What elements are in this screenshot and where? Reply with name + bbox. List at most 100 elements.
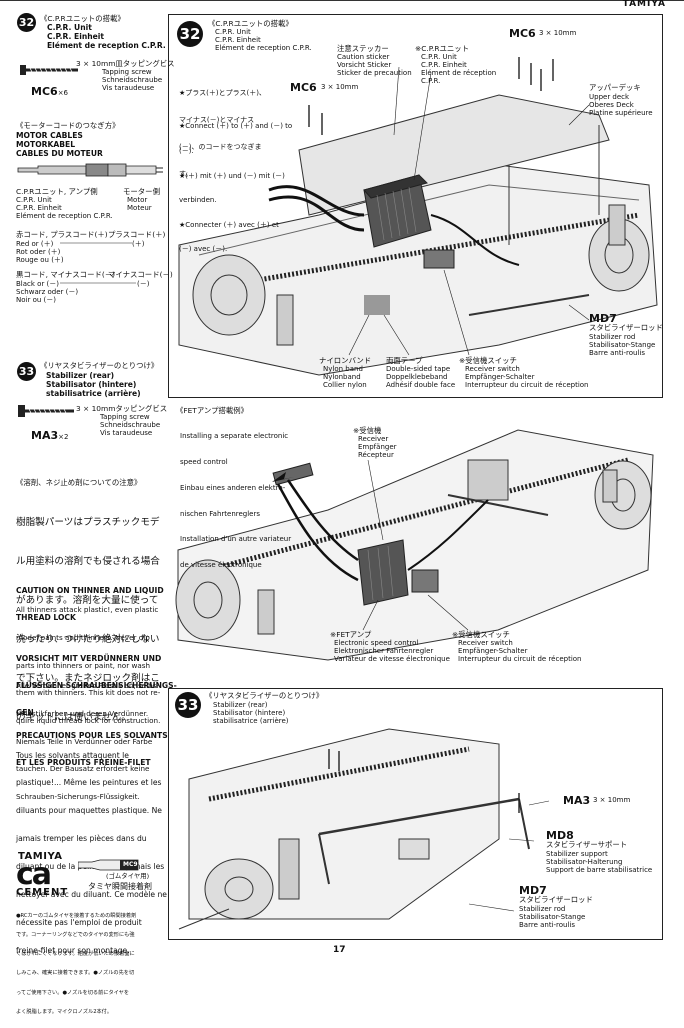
md7-jp: スタビライザーロッド	[589, 323, 663, 332]
motor-title-jp: 《モーターコードのつなぎ方》	[16, 121, 120, 130]
caution-en-line: parts into thinners or paint, nor wash	[16, 660, 151, 670]
receiver-jp: ※受信機	[353, 426, 382, 435]
motor-side-fr: Moteur	[127, 204, 152, 212]
caution-de-title-line: GEN	[16, 708, 34, 717]
receiver-en: Receiver	[358, 435, 389, 443]
nylon-band-jp: ナイロンバンド	[319, 356, 372, 365]
panel3-title-fr: stabilisatrice (arrière)	[213, 717, 289, 725]
mc6-screw-code-right: MC6	[509, 27, 536, 40]
step33-screw-en: Tapping screw	[100, 413, 150, 421]
connect-line: (－).	[179, 147, 194, 156]
md7-de-step33: Stabilisator-Stange	[519, 913, 586, 921]
black-cable-fr: Noir ou (－)	[16, 296, 56, 304]
motor-title-en: MOTOR CABLES	[16, 131, 83, 140]
switch-fr: Interrupteur du circuit de réception	[465, 381, 589, 389]
step33-title-en: Stabilizer (rear)	[46, 371, 115, 380]
panel1-title-fr: Elément de reception C.P.R.	[215, 44, 312, 52]
connect-jp-line: す。	[179, 170, 193, 178]
cpr-unit-jp: ※C.P.Rユニット	[415, 44, 470, 53]
fet-title-line: de vitesse électronique	[180, 561, 262, 570]
step32-screw-en: Tapping screw	[102, 68, 152, 76]
cement-sub: CEMENT	[16, 887, 69, 898]
step33-screw-jp: 3 × 10mmタッピングビス	[76, 404, 168, 413]
brand-label: TAMIYA	[622, 0, 666, 9]
fet-title-jp: 《FETアンプ搭載例》	[176, 406, 249, 415]
cement-product: ca	[16, 857, 52, 892]
tape-fr: Adhésif double face	[386, 381, 456, 389]
red-cable-fr: Rouge ou (＋)	[16, 256, 64, 264]
md7-en: Stabilizer rod	[589, 333, 636, 341]
caution-en-title: CAUTION ON THINNER AND LIQUID THREAD LOC…	[16, 568, 164, 640]
step-number-32: 32	[17, 13, 36, 32]
tapping-screw-icon	[18, 405, 74, 417]
mc6-screw-size-right: 3 × 10mm	[539, 29, 577, 37]
mc6-screw-code: MC6	[290, 81, 317, 94]
connect-line: ★(＋) mit (＋) und (－) mit (－)	[179, 171, 285, 180]
fet-title-line: Installation d'un autre variateur	[180, 535, 292, 544]
cement-jp-title: タミヤ瞬間接着剤	[88, 882, 152, 891]
cpr-unit-de: C.P.R. Einheit	[421, 61, 467, 69]
motor-side-jp: モーター側	[123, 187, 160, 196]
step32-screw-de: Schneidschraube	[102, 76, 163, 84]
motor-unit-de: C.P.R. Einheit	[16, 204, 62, 212]
black-cable-en: Black or (－)	[16, 280, 60, 288]
part-code-label: MA3	[31, 429, 59, 442]
step33-diagram-panel: 33 《リヤスタビライザーのとりつけ》 Stabilizer (rear) St…	[168, 688, 663, 940]
step32-title-jp: 《C.P.Rユニットの搭載》	[40, 14, 125, 23]
nylon-band-de: Nylonband	[323, 373, 361, 381]
connect-line: ★Connect (＋) to (＋) and (－) to	[179, 122, 293, 131]
caution-jp-line: で下さい。またネジロック剤はこ	[16, 673, 160, 684]
caution-fr-line: nettoyer avec du diluant. Ce modèle ne	[16, 890, 167, 900]
cement-jp-line: くはがれにくくなります。粘度が低いため接着面に	[16, 951, 135, 958]
red-cable-en: Red or (＋)	[16, 240, 54, 248]
red-cable-jp: 赤コード, プラスコード(＋)	[16, 230, 108, 239]
caution-de-line: Alle Verdünner greifen Plastik an, selbs…	[16, 681, 160, 691]
connect-line: verbinden.	[179, 196, 217, 205]
caution-en-line: them with thinners. This kit does not re…	[16, 688, 161, 698]
fet-switch-de: Empfänger-Schalter	[458, 647, 528, 655]
caution-en-line: quire liquid thread lock for constructio…	[16, 715, 161, 725]
caution-fr-line: freine-filet pour son montage.	[16, 945, 130, 955]
panel1-title-jp: 《C.P.Rユニットの搭載》	[208, 19, 293, 28]
fet-switch-jp: ※受信機スイッチ	[452, 630, 510, 639]
caution-en-body: All thinners attack plastic!, even plast…	[16, 587, 160, 743]
fet-amp-fr: Variateur de vitesse électronique	[334, 655, 450, 663]
red-cable-leader	[60, 242, 132, 244]
md8-de: Stabilisator-Halterung	[546, 858, 623, 866]
panel1-title-en: C.P.R. Unit	[215, 28, 251, 36]
cement-jp-line: です。コーナーリングなどでのタイヤの変形にも強	[16, 932, 135, 939]
tapping-screw-icon	[20, 65, 78, 75]
caution-de-line: Schrauben-Sicherungs-Flüssigkeit.	[16, 791, 140, 801]
chassis-illustration-fet	[175, 429, 654, 661]
cpr-unit-fr2: C.P.R.	[421, 77, 441, 85]
glue-tube-icon	[78, 859, 139, 871]
ma3-screw-code: MA3	[563, 794, 591, 807]
page-number: 17	[333, 945, 346, 955]
nylon-band-en: Nylon band	[323, 365, 363, 373]
fet-switch-en: Receiver switch	[458, 639, 513, 647]
caution-jp-line: 洗ったり、つけたり絶対にしない	[16, 634, 160, 645]
motor-side-en: Motor	[127, 196, 148, 204]
motor-connector-icon	[17, 163, 163, 177]
caution-en-line: All thinners attack plastic!, even plast…	[16, 605, 159, 615]
step-number-32-large: 32	[177, 21, 203, 47]
md8-jp: スタビライザーサポート	[546, 840, 628, 849]
caution-fr-line: nécessite pas l'emploi de produit	[16, 917, 142, 927]
upper-deck-en: Upper deck	[589, 93, 630, 101]
fet-amp-jp: ※FETアンプ	[330, 630, 372, 639]
part-qty: ×6	[57, 89, 69, 97]
page-header: TAMIYA	[0, 0, 684, 10]
fet-amp-de: Elektronischer Fahrtenregler	[334, 647, 434, 655]
step33-title-fr: stabilisatrice (arrière)	[46, 389, 141, 398]
panel3-title-de: Stabilisator (hintere)	[213, 709, 286, 717]
fet-amp-en: Electronic speed control	[334, 639, 419, 647]
fet-title-line: Installing a separate electronic	[180, 432, 289, 441]
caution-de-body: Alle Verdünner greifen Plastik an, selbs…	[16, 663, 159, 819]
red-cable-jp2: プラスコード(＋)	[108, 230, 166, 239]
step33-title-jp: 《リヤスタビライザーのとりつけ》	[40, 361, 159, 370]
part-qty: ×2	[58, 433, 69, 441]
fet-switch-fr: Interrupteur du circuit de réception	[458, 655, 582, 663]
cpr-unit-en: C.P.R. Unit	[421, 53, 457, 61]
mc6-screw-size: 3 × 10mm	[321, 83, 359, 91]
tape-de: Doppelklebeband	[386, 373, 448, 381]
